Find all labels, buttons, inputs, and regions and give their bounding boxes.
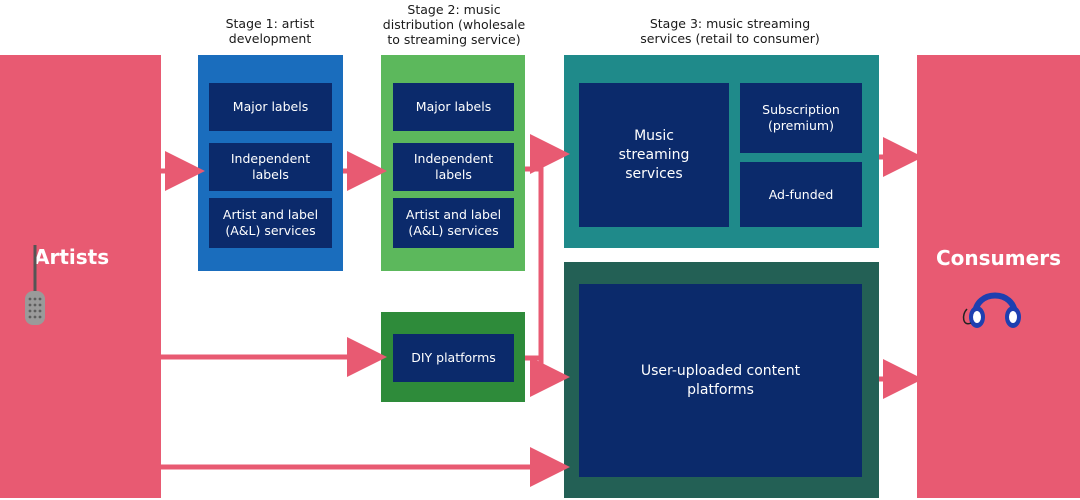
stage1-al-services: Artist and label (A&L) services [209,198,332,248]
arrow-stage2-to-streaming [525,134,570,174]
microphone-icon [25,245,45,325]
artists-column: Artists [0,55,161,498]
ad-funded: Ad-funded [740,162,862,227]
stage2-al-services: Artist and label (A&L) services [393,198,514,248]
stage1-heading: Stage 1: artist development [225,16,315,46]
stage2-heading: Stage 2: music distribution (wholesale t… [382,2,526,47]
subscription-premium: Subscription (premium) [740,83,862,153]
stage1-independent-labels: Independent labels [209,143,332,191]
stage1-major-labels: Major labels [209,83,332,131]
stage3-heading: Stage 3: music streaming services (retai… [640,16,820,46]
music-streaming-services: Music streaming services [579,83,729,227]
stage2-independent-labels: Independent labels [393,143,514,191]
consumers-column: Consumers [917,55,1080,498]
diy-platforms: DIY platforms [393,334,514,382]
user-uploaded-content-platforms: User-uploaded content platforms [579,284,862,477]
consumers-label: Consumers [936,246,1061,270]
stage2-major-labels: Major labels [393,83,514,131]
arrow-diy-to-ugc [525,355,570,397]
artists-label: Artists [34,245,110,269]
headphones-icon [962,292,1021,328]
